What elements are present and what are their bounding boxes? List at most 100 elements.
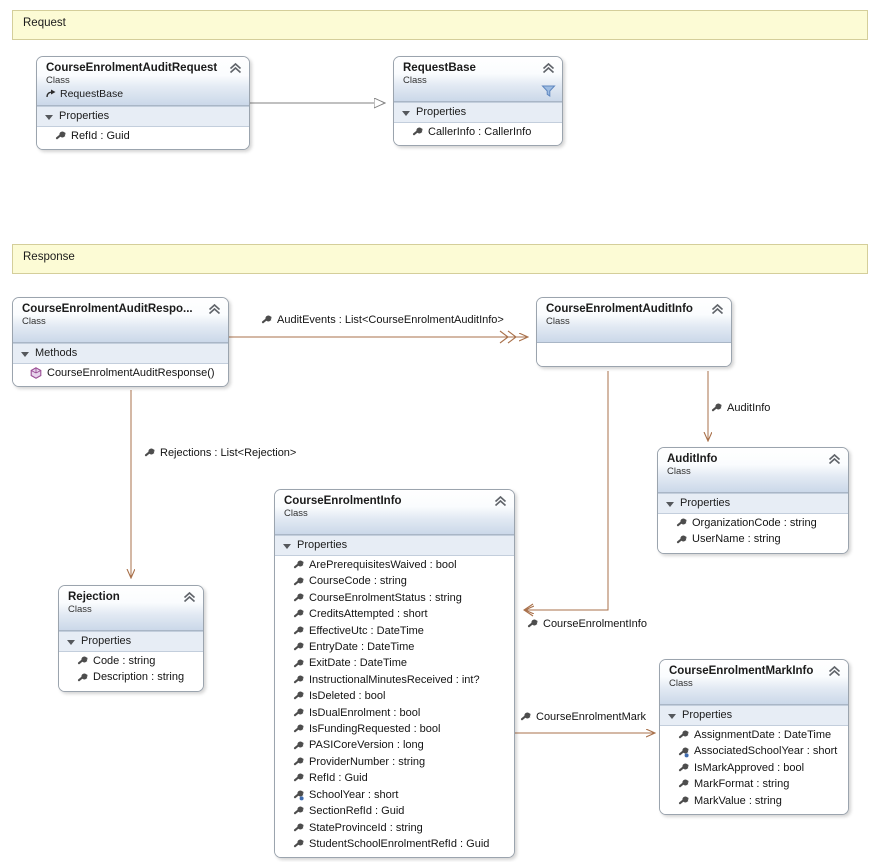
member-row[interactable]: ArePrerequisitesWaived : bool bbox=[279, 557, 510, 573]
property-icon bbox=[677, 762, 689, 774]
class-title: CourseEnrolmentMarkInfo bbox=[669, 665, 814, 677]
property-icon bbox=[292, 756, 304, 768]
compartment-properties-header[interactable]: Properties bbox=[59, 631, 203, 652]
members-list: ArePrerequisitesWaived : bool CourseCode… bbox=[275, 556, 514, 858]
property-icon bbox=[675, 534, 687, 546]
members-list: CourseEnrolmentAuditResponse() bbox=[13, 364, 228, 387]
filter-icon[interactable] bbox=[541, 85, 556, 97]
member-label: CourseEnrolmentStatus : string bbox=[309, 591, 462, 604]
collapse-chevron-icon[interactable] bbox=[494, 495, 507, 507]
member-row[interactable]: IsDeleted : bool bbox=[279, 688, 510, 704]
member-row[interactable]: OrganizationCode : string bbox=[662, 515, 844, 531]
collapse-chevron-icon[interactable] bbox=[208, 303, 221, 315]
class-request-base[interactable]: RequestBase Class Properties bbox=[393, 56, 563, 147]
member-label: PASICoreVersion : long bbox=[309, 739, 424, 752]
class-base-label: RequestBase bbox=[60, 88, 124, 100]
property-icon bbox=[292, 608, 304, 620]
member-row[interactable]: UserName : string bbox=[662, 531, 844, 547]
compartment-properties-header[interactable]: Properties bbox=[394, 102, 562, 123]
compartment-label: Properties bbox=[297, 539, 348, 551]
member-row[interactable]: Code : string bbox=[63, 653, 199, 669]
property-key-icon bbox=[677, 746, 689, 758]
members-list: OrganizationCode : string UserName : str… bbox=[658, 514, 848, 553]
member-row[interactable]: Description : string bbox=[63, 669, 199, 685]
class-title: CourseEnrolmentInfo bbox=[284, 495, 402, 507]
member-row[interactable]: AssociatedSchoolYear : short bbox=[664, 743, 844, 759]
member-row[interactable]: SectionRefId : Guid bbox=[279, 803, 510, 819]
member-row[interactable]: IsMarkApproved : bool bbox=[664, 760, 844, 776]
property-icon bbox=[677, 778, 689, 790]
member-row[interactable]: StateProvinceId : string bbox=[279, 820, 510, 836]
compartment-properties-header[interactable]: Properties bbox=[275, 535, 514, 556]
compartment-properties-header[interactable]: Properties bbox=[660, 705, 848, 726]
compartment-properties-header[interactable]: Properties bbox=[37, 106, 249, 127]
collapse-chevron-icon[interactable] bbox=[229, 62, 242, 74]
member-row[interactable]: EffectiveUtc : DateTime bbox=[279, 623, 510, 639]
collapse-chevron-icon[interactable] bbox=[828, 453, 841, 465]
members-list: CallerInfo : CallerInfo bbox=[394, 123, 562, 146]
class-kind: Class bbox=[68, 604, 92, 615]
class-course-enrolment-audit-info[interactable]: CourseEnrolmentAuditInfo Class bbox=[536, 297, 732, 367]
member-row[interactable]: MarkFormat : string bbox=[664, 776, 844, 792]
member-row[interactable]: CourseEnrolmentAuditResponse() bbox=[17, 365, 224, 381]
property-icon bbox=[292, 592, 304, 604]
edge-label-text: CourseEnrolmentInfo bbox=[543, 618, 647, 630]
member-label: InstructionalMinutesReceived : int? bbox=[309, 673, 480, 686]
member-label: ProviderNumber : string bbox=[309, 755, 426, 768]
collapse-chevron-icon[interactable] bbox=[828, 665, 841, 677]
member-row[interactable]: PASICoreVersion : long bbox=[279, 737, 510, 753]
class-course-enrolment-mark-info[interactable]: CourseEnrolmentMarkInfo Class Properties… bbox=[659, 659, 849, 816]
compartment-methods-header[interactable]: Methods bbox=[13, 343, 228, 364]
property-icon bbox=[260, 314, 272, 326]
property-icon bbox=[292, 690, 304, 702]
member-row[interactable]: IsFundingRequested : bool bbox=[279, 721, 510, 737]
member-row[interactable]: ProviderNumber : string bbox=[279, 754, 510, 770]
class-header: RequestBase Class bbox=[394, 57, 562, 102]
member-row[interactable]: AssignmentDate : DateTime bbox=[664, 727, 844, 743]
member-row[interactable]: CallerInfo : CallerInfo bbox=[398, 124, 558, 140]
member-row[interactable]: MarkValue : string bbox=[664, 793, 844, 809]
class-rejection[interactable]: Rejection Class Properties bbox=[58, 585, 204, 692]
member-label: IsFundingRequested : bool bbox=[309, 723, 441, 736]
compartment-label: Properties bbox=[416, 106, 467, 118]
property-icon bbox=[76, 655, 88, 667]
expander-triangle-icon bbox=[21, 352, 29, 357]
property-icon bbox=[143, 447, 155, 459]
member-row[interactable]: CreditsAttempted : short bbox=[279, 606, 510, 622]
class-audit-info[interactable]: AuditInfo Class Properties bbox=[657, 447, 849, 554]
property-icon bbox=[292, 559, 304, 571]
edge-label-audit-events: AuditEvents : List<CourseEnrolmentAuditI… bbox=[260, 314, 504, 326]
member-row[interactable]: SchoolYear : short bbox=[279, 787, 510, 803]
property-icon bbox=[292, 822, 304, 834]
member-label: EffectiveUtc : DateTime bbox=[309, 624, 424, 637]
member-row[interactable]: CourseEnrolmentStatus : string bbox=[279, 590, 510, 606]
member-row[interactable]: StudentSchoolEnrolmentRefId : Guid bbox=[279, 836, 510, 852]
expander-triangle-icon bbox=[668, 714, 676, 719]
member-row[interactable]: RefId : Guid bbox=[279, 770, 510, 786]
collapse-chevron-icon[interactable] bbox=[711, 303, 724, 315]
class-header: AuditInfo Class bbox=[658, 448, 848, 493]
property-icon bbox=[76, 672, 88, 684]
member-row[interactable]: InstructionalMinutesReceived : int? bbox=[279, 672, 510, 688]
compartment-properties-header[interactable]: Properties bbox=[658, 493, 848, 514]
class-base-type: RequestBase bbox=[46, 87, 241, 101]
comment-request-text: Request bbox=[23, 17, 66, 29]
property-icon bbox=[292, 838, 304, 850]
expander-triangle-icon bbox=[67, 640, 75, 645]
member-label: SchoolYear : short bbox=[309, 788, 399, 801]
member-row[interactable]: ExitDate : DateTime bbox=[279, 655, 510, 671]
member-row[interactable]: EntryDate : DateTime bbox=[279, 639, 510, 655]
member-row[interactable]: CourseCode : string bbox=[279, 573, 510, 589]
class-header: CourseEnrolmentInfo Class bbox=[275, 490, 514, 535]
class-course-enrolment-audit-request[interactable]: CourseEnrolmentAuditRequest Class Reques… bbox=[36, 56, 250, 151]
member-row[interactable]: RefId : Guid bbox=[41, 128, 245, 144]
member-row[interactable]: IsDualEnrolment : bool bbox=[279, 705, 510, 721]
class-header: CourseEnrolmentAuditRequest Class Reques… bbox=[37, 57, 249, 106]
member-label: MarkFormat : string bbox=[694, 778, 790, 791]
class-course-enrolment-info[interactable]: CourseEnrolmentInfo Class Properties Are… bbox=[274, 489, 515, 859]
collapse-chevron-icon[interactable] bbox=[183, 591, 196, 603]
collapse-chevron-icon[interactable] bbox=[542, 62, 555, 74]
class-course-enrolment-audit-response[interactable]: CourseEnrolmentAuditRespo... Class Metho… bbox=[12, 297, 229, 388]
property-icon bbox=[292, 674, 304, 686]
